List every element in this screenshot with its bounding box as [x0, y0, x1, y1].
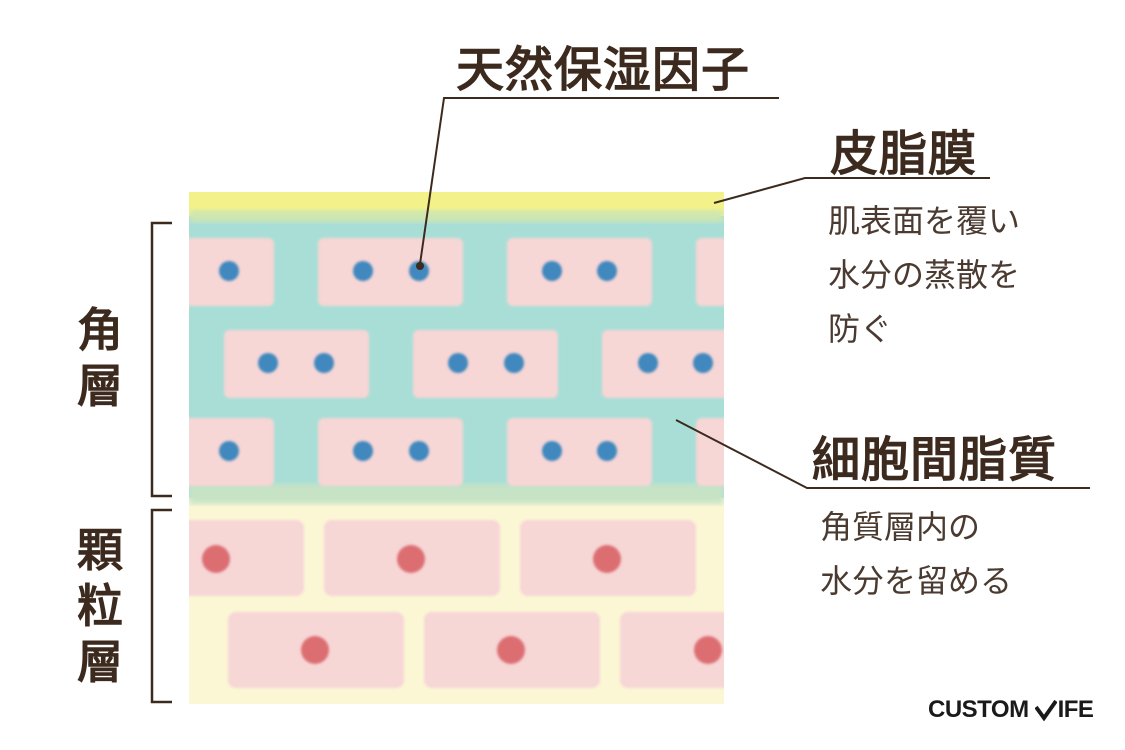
- granular-nucleus: [301, 636, 329, 664]
- granular-nucleus: [497, 636, 525, 664]
- sebum-edge: [189, 210, 724, 222]
- corneum-cell: [507, 238, 652, 306]
- granular-nucleus: [593, 545, 621, 573]
- sebum-leader-line: [713, 177, 990, 204]
- granular-cell: [620, 612, 724, 688]
- granular-cell: [189, 520, 304, 596]
- layer-transition: [189, 484, 724, 504]
- nmf-dot: [597, 261, 617, 281]
- nmf-dot: [314, 353, 334, 373]
- granular-nuclei: [202, 545, 722, 664]
- stratum-corneum-bracket: [150, 221, 172, 498]
- nmf-dot: [219, 441, 239, 461]
- nmf-dot: [258, 353, 278, 373]
- logo-text-right: IFE: [1057, 696, 1094, 723]
- stratum-corneum-label: 角 層: [77, 303, 123, 413]
- nmf-dot: [504, 353, 524, 373]
- corneum-cell: [318, 238, 463, 306]
- corneum-cell: [224, 330, 369, 398]
- corneum-cells: [189, 238, 724, 486]
- corneum-cell: [602, 330, 724, 398]
- nmf-dot: [542, 261, 562, 281]
- lipid-title: 細胞間脂質: [812, 432, 1058, 488]
- lipid-description: 角質層内の 水分を留める: [820, 508, 1013, 600]
- nmf-leader-dot: [416, 262, 424, 270]
- corneum-cell: [318, 418, 463, 486]
- check-icon: [1034, 699, 1057, 722]
- granular-layer-label: 顆 粒 層: [77, 523, 123, 689]
- granular-layer-bracket: [150, 508, 172, 704]
- sebum-description: 肌表面を覆い 水分の蒸散を 防ぐ: [828, 202, 1021, 348]
- granular-nucleus: [694, 636, 722, 664]
- nmf-dot: [219, 261, 239, 281]
- nmf-dot: [353, 261, 373, 281]
- corneum-cell: [696, 238, 724, 306]
- sebum-title: 皮脂膜: [830, 126, 978, 182]
- lipid-leader-line: [675, 419, 1090, 489]
- nmf-dot: [542, 441, 562, 461]
- logo-text-left: CUSTOM: [928, 696, 1029, 723]
- nmf-leader-line: [419, 97, 779, 265]
- nmf-dots: [219, 261, 713, 461]
- granular-nucleus: [202, 545, 230, 573]
- nmf-dot: [409, 441, 429, 461]
- nmf-dot: [638, 353, 658, 373]
- custom-life-logo: CUSTOM IFE: [928, 696, 1094, 724]
- corneum-cell: [696, 418, 724, 486]
- corneum-cell: [413, 330, 558, 398]
- nmf-dot: [448, 353, 468, 373]
- nmf-dot: [693, 353, 713, 373]
- nmf-title: 天然保湿因子: [456, 42, 751, 98]
- nmf-dot: [597, 441, 617, 461]
- nmf-dot: [353, 441, 373, 461]
- granular-nucleus: [397, 545, 425, 573]
- corneum-cell: [507, 418, 652, 486]
